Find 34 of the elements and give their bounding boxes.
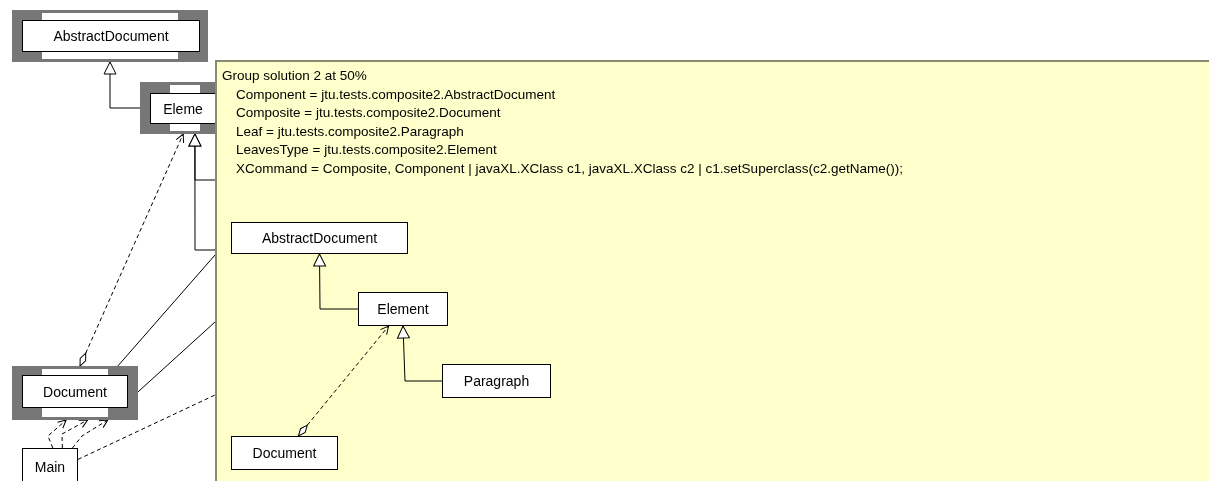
dependency-arrow bbox=[71, 419, 109, 449]
selection-frame bbox=[12, 366, 138, 420]
binding-line: Leaf = jtu.tests.composite2.Paragraph bbox=[235, 122, 465, 141]
inheritance-arrow bbox=[396, 325, 443, 382]
binding-line: LeavesType = jtu.tests.composite2.Element bbox=[235, 141, 498, 159]
association-line bbox=[117, 254, 216, 367]
class-name: Paragraph bbox=[463, 374, 530, 388]
class-box bbox=[358, 292, 448, 326]
class-name: AbstractDocument bbox=[53, 29, 169, 43]
tooltip-panel bbox=[215, 60, 1209, 481]
class-name: Document bbox=[252, 446, 317, 460]
class-name: AbstractDocument bbox=[261, 231, 378, 245]
dependency-arrow bbox=[47, 419, 67, 449]
selection-frame bbox=[12, 10, 208, 62]
dependency-arrow bbox=[61, 419, 89, 449]
class-name: Document bbox=[43, 384, 107, 399]
dependency-arrow bbox=[297, 325, 390, 437]
binding-line: Composite = jtu.tests.composite2.Document bbox=[235, 104, 502, 122]
class-box bbox=[442, 364, 551, 398]
panel-heading: Group solution 2 at 50% bbox=[222, 67, 368, 85]
inheritance-arrow bbox=[188, 133, 216, 251]
association-line bbox=[137, 321, 216, 393]
class-box bbox=[231, 222, 408, 254]
dependency-arrow bbox=[79, 133, 185, 367]
inheritance-arrow bbox=[313, 253, 359, 310]
association-line bbox=[77, 394, 216, 460]
class-name: Eleme bbox=[163, 101, 203, 116]
inheritance-arrow bbox=[103, 61, 141, 109]
class-name: Main bbox=[34, 460, 66, 474]
binding-line: XCommand = Composite, Component | javaXL.XClass c1, javaXL.XClass c2 | c1.setSuperclass(c2.getName()); bbox=[235, 159, 904, 178]
class-box bbox=[231, 436, 338, 470]
binding-line: Component = jtu.tests.composite2.AbstractDocument bbox=[235, 85, 557, 104]
class-box bbox=[22, 448, 78, 481]
class-name: Element bbox=[377, 302, 429, 316]
